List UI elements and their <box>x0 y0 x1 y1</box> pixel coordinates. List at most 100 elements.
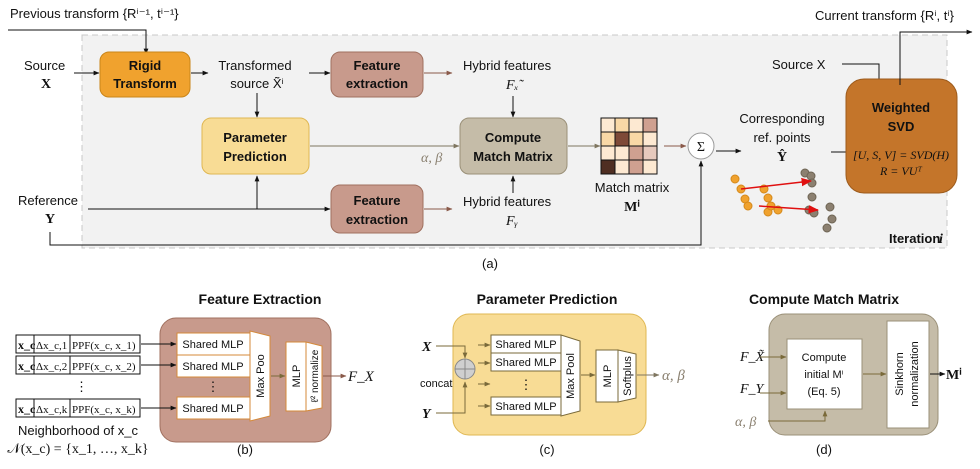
shared-mlp-c-1-label: Shared MLP <box>495 339 556 351</box>
caption-a: (a) <box>482 256 498 271</box>
hybrid-fy-bottom: Fᵧ <box>505 214 519 229</box>
parameter-prediction-block <box>201 117 310 175</box>
concat-icon <box>454 358 476 380</box>
fx-output: F_X <box>347 369 375 385</box>
match-matrix-label: Match matrix <box>595 180 670 195</box>
iteration-label: Iteration <box>889 231 940 246</box>
reference-point <box>825 202 835 212</box>
reference-to-sum-arrow <box>49 160 704 246</box>
matrix-cell <box>642 117 658 133</box>
hybrid-features-bottom: Hybrid features <box>463 194 552 209</box>
normalize-b <box>305 341 323 412</box>
input-x-c: X <box>421 340 432 355</box>
normalize-b-label: ℓ² normalize <box>310 349 321 402</box>
reference-point <box>827 214 837 224</box>
iteration-var: i <box>939 232 943 247</box>
corresponding-line2: ref. points <box>753 130 811 145</box>
max-pool-c-label: Max Pool <box>565 353 577 399</box>
caption-b: (b) <box>237 442 253 457</box>
source-label: Source <box>24 58 65 73</box>
source-point <box>743 201 753 211</box>
shared-mlp-b-k-label: Shared MLP <box>182 403 243 415</box>
match-matrix-heatmap <box>600 117 658 175</box>
source-point <box>730 174 740 184</box>
y-to-concat-arrow <box>436 381 468 414</box>
panel-d-title: Compute Match Matrix <box>749 291 899 307</box>
neighborhood-set: 𝒩(x_c) = {x_1, …, x_k} <box>7 442 148 457</box>
matrix-cell <box>614 159 630 175</box>
mlp-c-ellipsis: ⋮ <box>520 377 533 392</box>
neighborhood-row-2: x_c Δx_c,2 PPF(x_c, x_2) <box>15 355 141 375</box>
reference-label: Reference <box>18 193 78 208</box>
matrix-cell <box>628 117 644 133</box>
matrix-cell <box>600 145 616 161</box>
feature-extraction-top-block <box>330 51 424 98</box>
source-x-right: Source X <box>772 57 826 72</box>
x-to-concat-arrow <box>436 345 468 359</box>
matrix-cell <box>600 159 616 175</box>
compute-initial-line2: initial Mⁱ <box>804 369 843 381</box>
panel-c: Parameter Prediction X Y concat Shared M… <box>420 291 685 457</box>
mlp-b-ellipsis: ⋮ <box>207 379 220 394</box>
corresponding-line1: Corresponding <box>739 111 824 126</box>
matrix-cell <box>642 145 658 161</box>
panel-c-title: Parameter Prediction <box>477 291 618 307</box>
matrix-cell <box>642 159 658 175</box>
svd-equation-2: R = VUᵀ <box>879 164 922 178</box>
svd-equation-1: [U, S, V] = SVD(H) <box>853 148 949 162</box>
caption-d: (d) <box>816 442 832 457</box>
row2-dx: Δx_c,2 <box>36 361 67 373</box>
max-pool-b-label: Max Poo <box>255 354 267 397</box>
rowk-xc: x_c <box>18 402 36 416</box>
compute-initial-line1: Compute <box>802 352 847 364</box>
correspondence-arrow-1 <box>740 177 813 190</box>
weighted-svd-block <box>845 78 958 194</box>
neighborhood-label: Neighborhood of x_c <box>18 423 138 438</box>
shared-mlp-c-2-label: Shared MLP <box>495 357 556 369</box>
reference-point <box>807 192 817 202</box>
feature-extraction-bottom-block <box>330 184 424 234</box>
softplus-c-label: Softplus <box>622 356 634 396</box>
alpha-beta-c: α, β <box>662 368 685 384</box>
transformed-line1: Transformed <box>218 58 291 73</box>
weighted-sum-node <box>687 132 715 160</box>
shared-mlp-b-1-label: Shared MLP <box>182 339 243 351</box>
row1-dx: Δx_c,1 <box>36 340 67 352</box>
rigid-transform-line1: Rigid <box>129 58 162 73</box>
neighborhood-row-1: x_c Δx_c,1 PPF(x_c, x_1) <box>15 334 141 354</box>
hybrid-features-top: Hybrid features <box>463 58 552 73</box>
current-transform-label: Current transform {Rⁱ, tⁱ} <box>815 8 955 23</box>
reference-point <box>822 223 832 233</box>
matrix-cell <box>614 131 630 147</box>
matrix-cell <box>614 117 630 133</box>
shared-mlp-b-2-label: Shared MLP <box>182 361 243 373</box>
sinkhorn-block <box>886 320 930 429</box>
concat-label: concat <box>420 378 452 390</box>
previous-transform-label: Previous transform {Rⁱ⁻¹, tⁱ⁻¹} <box>10 6 179 21</box>
mlp-b-label: MLP <box>291 365 303 388</box>
feature-top-line1: Feature <box>354 58 401 73</box>
matrix-cell <box>600 117 616 133</box>
panel-d: Compute Match Matrix F_X̃ F_Y α, β Compu… <box>735 291 962 457</box>
alpha-beta-main: α, β <box>421 151 442 166</box>
panel-b-title: Feature Extraction <box>199 291 322 307</box>
rigid-transform-block <box>99 51 191 98</box>
rigid-transform-line2: Transform <box>113 76 177 91</box>
source-point <box>763 193 773 203</box>
rowk-ppf: PPF(x_c, x_k) <box>72 404 136 416</box>
caption-c: (c) <box>539 442 554 457</box>
matrix-cell <box>642 131 658 147</box>
matrix-cell <box>628 145 644 161</box>
param-line1: Parameter <box>223 130 287 145</box>
row2-xc: x_c <box>18 359 36 373</box>
compute-initial-block <box>786 338 863 410</box>
param-line2: Prediction <box>223 149 287 164</box>
previous-transform-arrow <box>8 29 149 55</box>
matrix-cell <box>614 145 630 161</box>
rowk-dx: Δx_c,k <box>36 404 68 416</box>
input-fy-d: F_Y <box>739 382 766 397</box>
input-y-c: Y <box>422 407 432 422</box>
row1-xc: x_c <box>18 338 36 352</box>
transformed-line2: source X̃ⁱ <box>230 76 284 91</box>
